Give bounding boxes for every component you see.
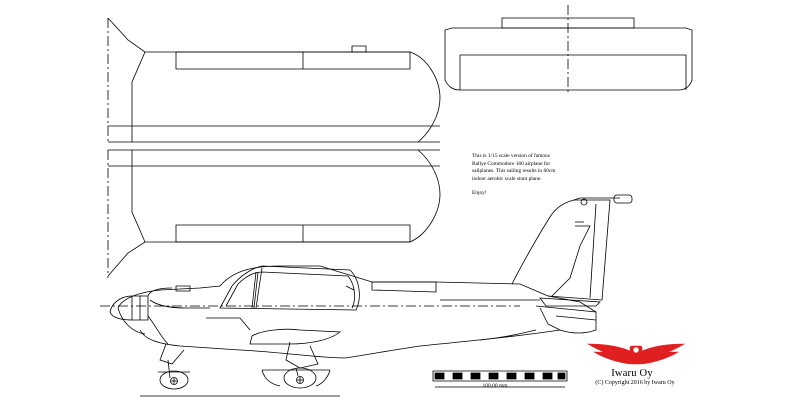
note-line: Rallye Commodore 180 airplane for xyxy=(472,160,551,167)
wing-top-view-lower xyxy=(108,150,440,278)
company-logo xyxy=(588,344,684,364)
scale-bar-label: 100,00 mm xyxy=(482,383,508,389)
note-line: indoor aerobic scale stunt plane. xyxy=(472,175,542,182)
fuselage-side-view xyxy=(100,195,632,358)
description-note: This is 1/15 scale version of famous Ral… xyxy=(472,153,597,198)
note-line: This is 1/15 scale version of famous xyxy=(472,153,550,159)
company-name: Iwaru Oy xyxy=(611,368,653,379)
stabilizer-top-view xyxy=(445,5,692,92)
scale-bar xyxy=(433,371,567,387)
landing-gear xyxy=(140,342,340,396)
wing-top-view-upper xyxy=(108,18,440,142)
note-line: Enjoy! xyxy=(472,190,487,197)
note-line: sailplanes. This sailing results in 60cm xyxy=(472,168,556,175)
copyright-text: (C) Copyright 2016 by Iwaru Oy xyxy=(595,380,675,386)
